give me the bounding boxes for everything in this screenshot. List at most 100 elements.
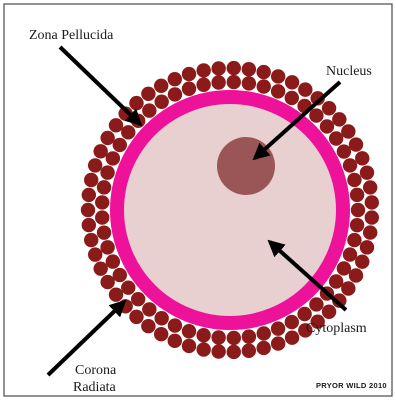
corona-cell (88, 158, 102, 172)
corona-cell (131, 292, 145, 306)
corona-cell (351, 203, 365, 217)
corona-cell (360, 165, 374, 179)
corona-cell (329, 274, 343, 288)
corona-cell (182, 324, 196, 338)
corona-cell (271, 84, 285, 98)
corona-cell (322, 101, 336, 115)
zona-pellucida-label: Zona Pellucida (29, 28, 114, 43)
corona-cell (106, 151, 120, 165)
corona-cell (84, 173, 98, 187)
corona-cell (141, 319, 155, 333)
corona-cell (82, 218, 96, 232)
corona-cell (242, 344, 256, 358)
corona-cell (349, 268, 363, 282)
corona-cell (168, 318, 182, 332)
corona-cell (109, 287, 123, 301)
corona-cell (154, 311, 168, 325)
corona-cell (365, 195, 379, 209)
corona-cell (271, 336, 285, 350)
corona-cell (329, 131, 343, 145)
corona-cell (154, 79, 168, 93)
corona-cell (113, 138, 127, 152)
corona-radiata-label-line1: Corona (75, 363, 117, 378)
corona-cell (97, 180, 111, 194)
corona-cell (97, 225, 111, 239)
corona-cell (347, 173, 361, 187)
corona-cell (88, 247, 102, 261)
corona-cell (341, 281, 355, 295)
corona-cell (142, 302, 156, 316)
corona-cell (211, 344, 225, 358)
corona-cell (129, 96, 143, 110)
corona-cell (337, 261, 351, 275)
corona-cell (360, 240, 374, 254)
corona-cell (320, 119, 334, 133)
corona-cell (297, 307, 311, 321)
corona-cell (363, 180, 377, 194)
credit-text: Pryor Wild 2010 (316, 381, 387, 390)
corona-cell (242, 76, 256, 90)
corona-cell (109, 118, 123, 132)
corona-cell (211, 330, 225, 344)
corona-cell (100, 131, 114, 145)
corona-cell (355, 151, 369, 165)
corona-cell (227, 331, 241, 345)
corona-cell (285, 91, 299, 105)
nucleus-label: Nucleus (326, 64, 372, 79)
corona-cell (182, 67, 196, 81)
corona-cell (106, 254, 120, 268)
corona-cell (154, 327, 168, 341)
corona-cell (121, 125, 135, 139)
corona-cell (81, 203, 95, 217)
corona-cell (168, 334, 182, 348)
corona-cell (196, 63, 210, 77)
corona-cell (332, 112, 346, 126)
corona-cell (343, 247, 357, 261)
corona-cell (349, 137, 363, 151)
corona-cell (322, 305, 336, 319)
corona-cell (82, 188, 96, 202)
corona-cell (142, 103, 156, 117)
cytoplasm-body (124, 104, 336, 316)
corona-cell (121, 280, 135, 294)
corona-cell (257, 326, 271, 340)
corona-cell (182, 82, 196, 96)
corona-cell (271, 69, 285, 83)
corona-cell (93, 261, 107, 275)
corona-radiata-label-line2: Radiata (73, 380, 117, 395)
corona-cell (182, 339, 196, 353)
corona-cell (100, 275, 114, 289)
corona-cell (196, 342, 210, 356)
corona-cell (129, 310, 143, 324)
cytoplasm-label: Cytoplasm (306, 321, 367, 336)
corona-cell (211, 75, 225, 89)
corona-cell (227, 75, 241, 89)
corona-cell (343, 158, 357, 172)
corona-cell (227, 61, 241, 75)
corona-cell (271, 321, 285, 335)
corona-cell (355, 255, 369, 269)
corona-cell (350, 218, 364, 232)
corona-cell (196, 78, 210, 92)
corona-cell (113, 268, 127, 282)
corona-cell (242, 62, 256, 76)
corona-cell (257, 79, 271, 93)
corona-cell (227, 345, 241, 359)
corona-cell (365, 210, 379, 224)
corona-cell (350, 188, 364, 202)
corona-cell (93, 144, 107, 158)
corona-cell (285, 75, 299, 89)
corona-cell (257, 341, 271, 355)
corona-cell (285, 331, 299, 345)
corona-cell (285, 315, 299, 329)
corona-cell (168, 87, 182, 101)
corona-cell (84, 233, 98, 247)
corona-cell (100, 165, 114, 179)
corona-cell (100, 240, 114, 254)
corona-cell (242, 329, 256, 343)
corona-cell (347, 233, 361, 247)
corona-cell (341, 124, 355, 138)
corona-cell (95, 195, 109, 209)
corona-cell (196, 328, 210, 342)
